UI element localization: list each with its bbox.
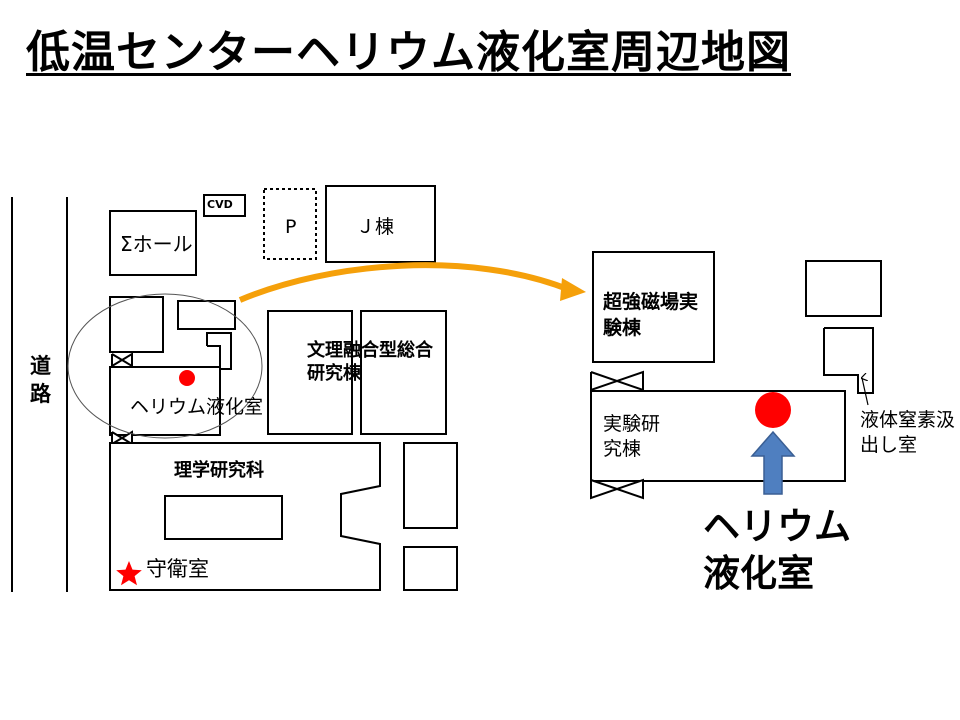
p-parking [263,188,317,260]
label-p: P [285,216,297,238]
label-road: 道路 [30,354,51,407]
highlight-circle [67,293,263,439]
building-far-right-top [805,260,882,317]
small-building-b [177,300,236,330]
label-helium-room-small: ヘリウム液化室 [130,396,264,418]
helium-room-building-small [109,366,221,436]
bowtie-left-top [111,352,133,368]
map-title: 低温センターヘリウム液化室周辺地図 [26,27,791,78]
label-j-building: Ｊ棟 [356,216,395,238]
helium-marker-small [179,370,195,386]
label-science-building: 理学研究科 [174,460,264,481]
sigma-hall-building [109,210,197,276]
label-magnet-building: 超強磁場実験棟 [603,291,699,339]
bunri-building-left [267,310,353,435]
label-cvd: CVD [207,198,233,211]
small-building-a [109,296,164,353]
magnet-building [592,251,715,363]
building-right-tall [403,442,458,529]
cvd-building [203,194,246,217]
lab-building [590,390,846,482]
label-sigma-hall: Σホール [120,232,193,256]
j-building [325,185,436,263]
label-nitrogen-room: 液体窒素汲出し室 [860,409,956,456]
label-bunri-building: 文理融合型総合研究棟 [307,340,433,384]
nitrogen-pointer-line [862,378,869,406]
building-right-small [403,546,458,591]
science-inner-block [164,495,283,540]
small-building-c [206,332,232,370]
bowtie-right-bottom [590,478,644,500]
nitrogen-room-building [823,327,874,394]
bunri-building-right [360,310,447,435]
guard-star-icon [116,561,142,586]
label-lab-building: 実験研究棟 [603,413,661,460]
label-guard-room: 守衛室 [146,557,209,581]
bowtie-right-top [590,370,644,392]
blue-up-arrow [750,430,796,495]
label-helium-room-big: ヘリウム液化室 [703,505,851,595]
bowtie-left-bottom [111,430,133,446]
orange-arrow-head [560,278,586,301]
orange-pointer-arrow [238,262,572,303]
helium-marker-big [755,392,791,428]
